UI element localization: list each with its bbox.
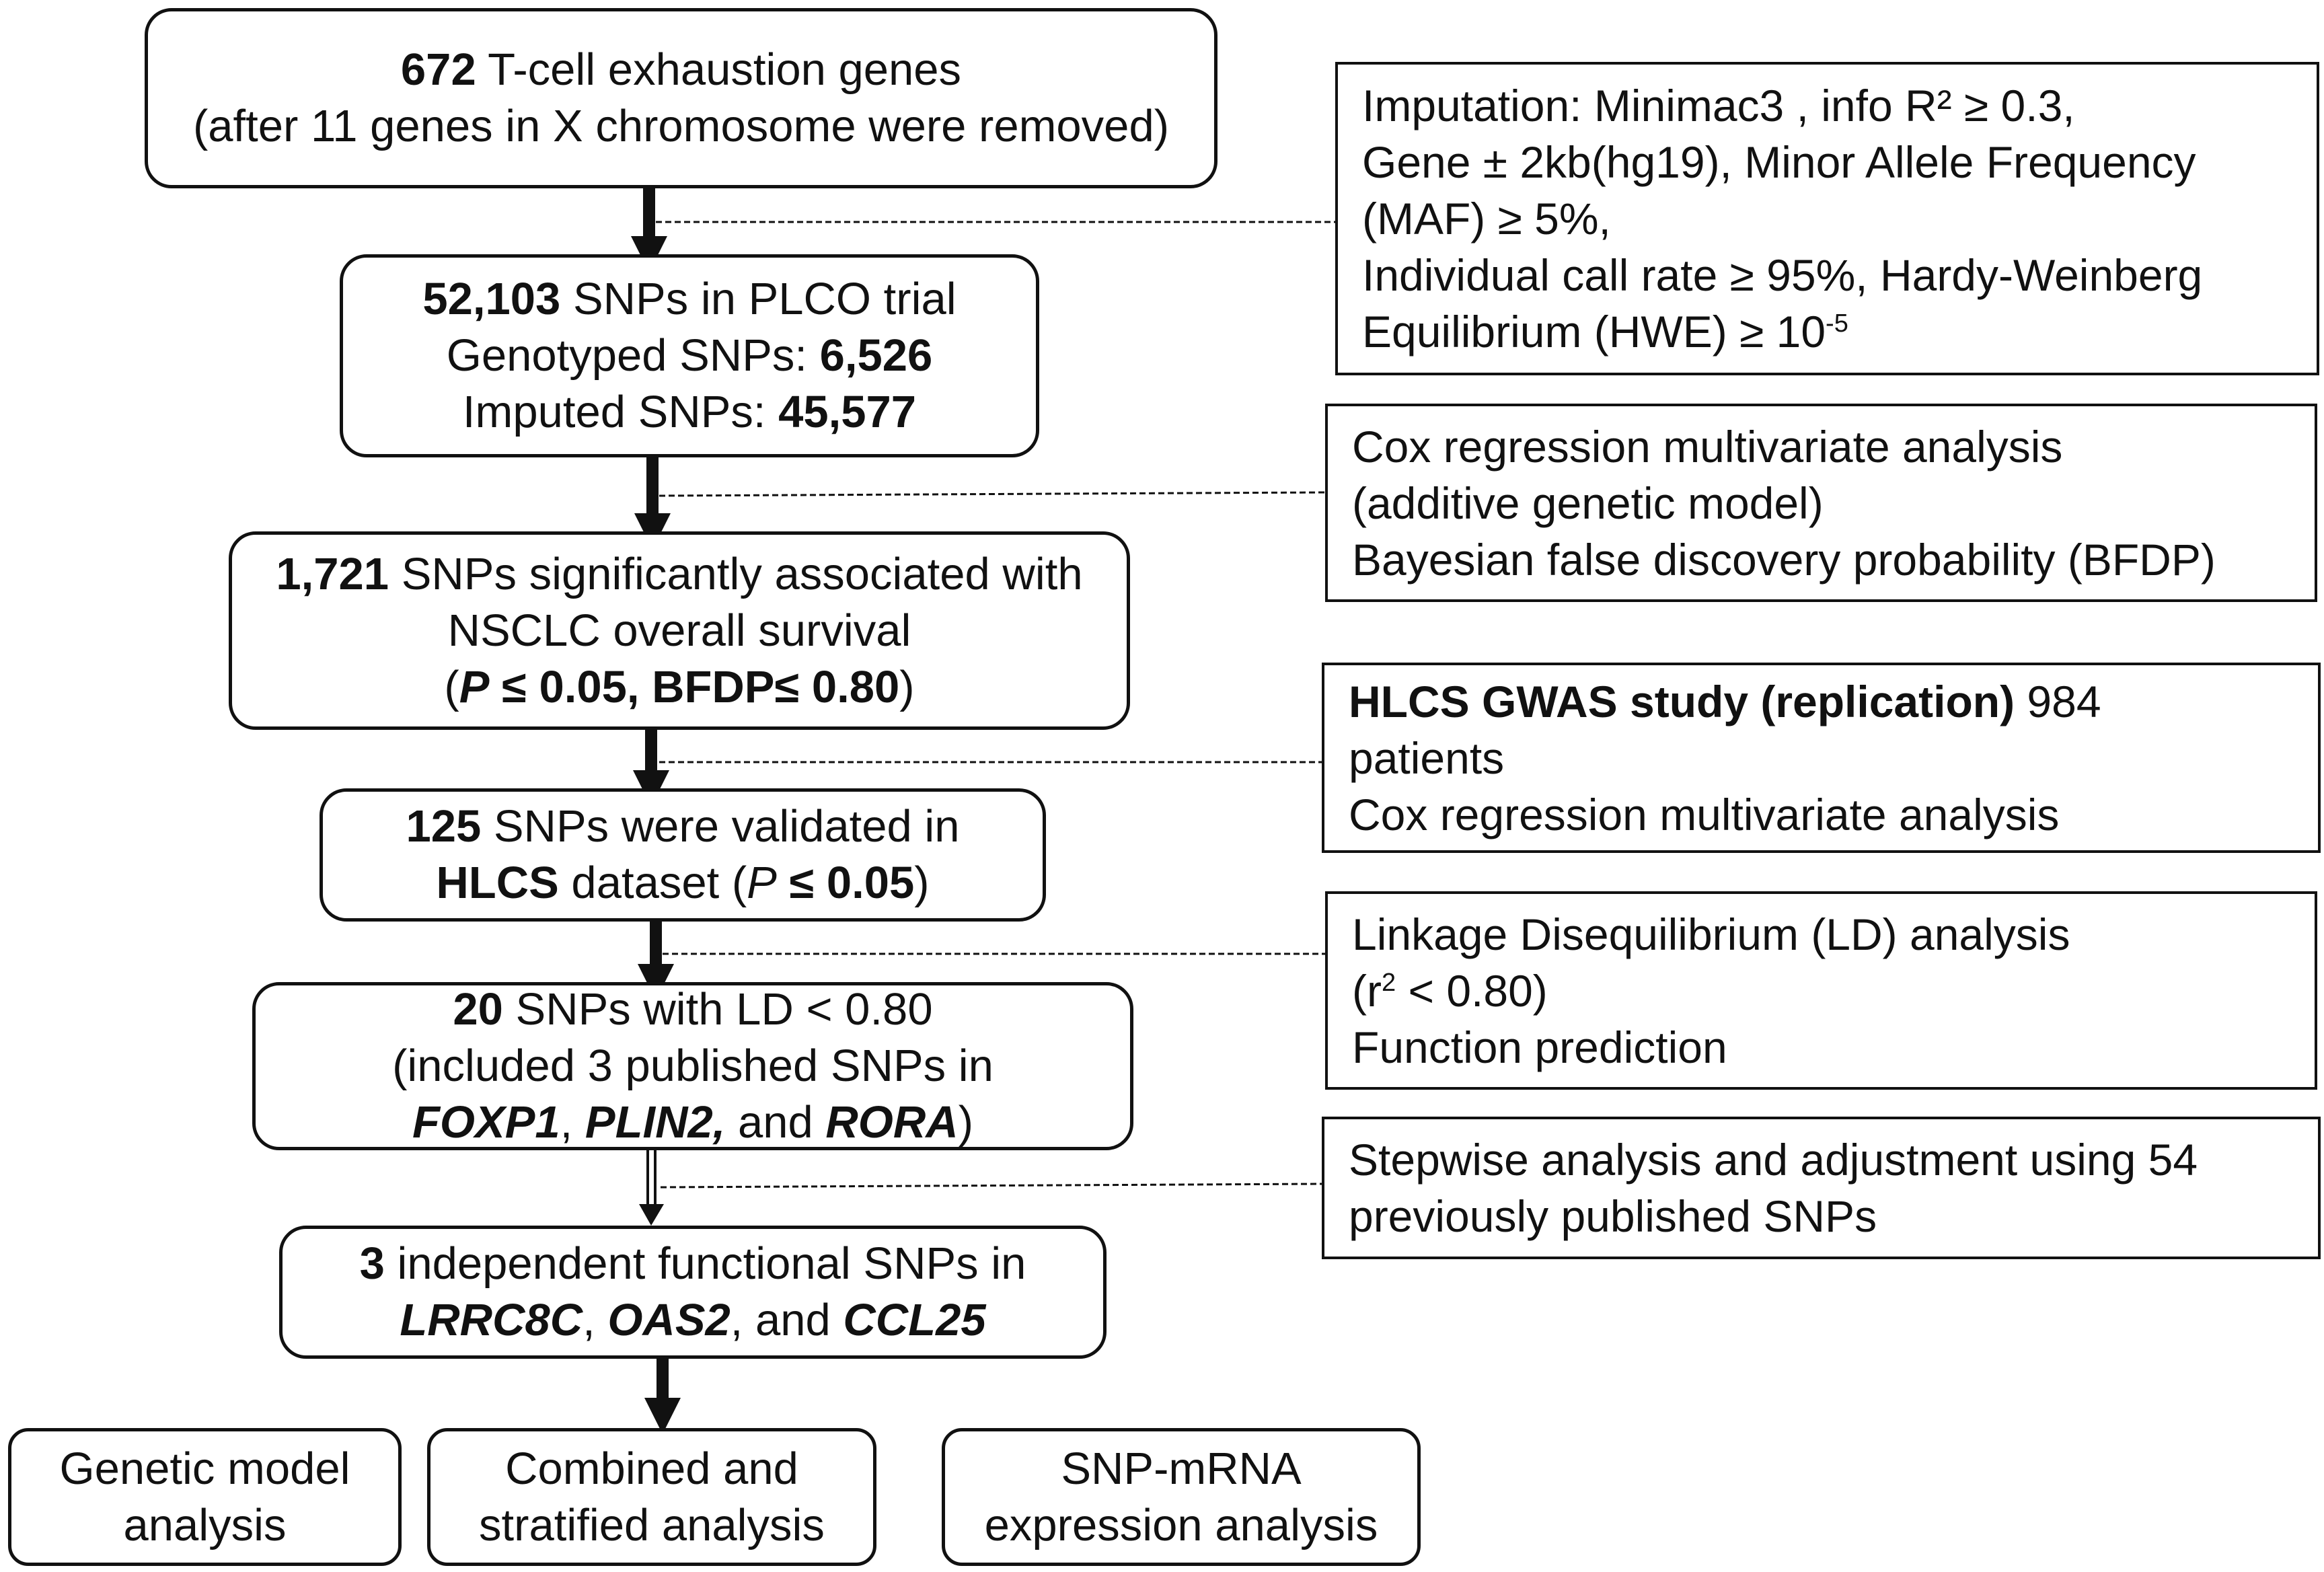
note-ld-line1: Linkage Disequilibrium (LD) analysis <box>1352 909 2070 959</box>
step-genes-line2: (after 11 genes in X chromosome were rem… <box>192 101 1170 151</box>
note-cox-line3: Bayesian false discovery probability (BF… <box>1352 534 2216 585</box>
step-genes-box: 672 T-cell exhaustion genes (after 11 ge… <box>145 8 1217 188</box>
step-ld-line3: FOXP1, PLIN2, and RORA) <box>412 1097 974 1148</box>
note-hlcs-box: HLCS GWAS study (replication) 984 patien… <box>1322 663 2321 853</box>
note-ld-line2: (r2 < 0.80) <box>1352 965 1548 1016</box>
step-plco-line1: 52,103 SNPs in PLCO trial <box>422 274 957 324</box>
step-significant-line1: 1,721 SNPs significantly associated with <box>276 548 1083 599</box>
note-imputation-line4: Individual call rate ≥ 95%, Hardy-Weinbe… <box>1362 250 2203 300</box>
note-imputation-line3: (MAF) ≥ 5%, <box>1362 194 1611 244</box>
step-ld-snps-box: 20 SNPs with LD < 0.80 (included 3 publi… <box>252 982 1133 1150</box>
note-cox-line1: Cox regression multivariate analysis <box>1352 421 2063 472</box>
output-combined-line2: stratified analysis <box>479 1499 825 1550</box>
step-genes-line1: 672 T-cell exhaustion genes <box>400 44 962 95</box>
note-hlcs-line1: HLCS GWAS study (replication) 984 <box>1349 676 2101 726</box>
step-significant-line2: NSCLC overall survival <box>447 605 911 656</box>
note-stepwise-line1: Stepwise analysis and adjustment using 5… <box>1349 1135 2198 1185</box>
leader-stepwise <box>660 1183 1322 1189</box>
output-snp-mrna-line1: SNP-mRNA <box>1061 1443 1302 1494</box>
step-functional-line1: 3 independent functional SNPs in <box>359 1238 1026 1289</box>
output-genetic-model-line1: Genetic model <box>59 1443 350 1494</box>
step-functional-snps-box: 3 independent functional SNPs in LRRC8C,… <box>279 1226 1107 1359</box>
step-ld-line2: (included 3 published SNPs in <box>392 1041 994 1091</box>
output-snp-mrna-box: SNP-mRNA expression analysis <box>942 1428 1421 1566</box>
note-cox-box: Cox regression multivariate analysis (ad… <box>1325 404 2317 602</box>
step-significant-snps-box: 1,721 SNPs significantly associated with… <box>229 531 1130 730</box>
output-genetic-model-line2: analysis <box>123 1499 287 1550</box>
note-stepwise-line2: previously published SNPs <box>1349 1191 1877 1241</box>
step-validated-snps-box: 125 SNPs were validated in HLCS dataset … <box>320 788 1046 922</box>
step-functional-line2: LRRC8C, OAS2, and CCL25 <box>400 1295 986 1345</box>
step-plco-line3: Imputed SNPs: 45,577 <box>462 387 917 437</box>
note-hlcs-line3: Cox regression multivariate analysis <box>1349 789 2060 839</box>
note-stepwise-box: Stepwise analysis and adjustment using 5… <box>1322 1117 2321 1259</box>
note-cox-line2: (additive genetic model) <box>1352 478 1824 528</box>
output-genetic-model-box: Genetic model analysis <box>8 1428 402 1566</box>
note-imputation-box: Imputation: Minimac3 , info R² ≥ 0.3, Ge… <box>1335 62 2319 375</box>
step-validated-line2: HLCS dataset (P ≤ 0.05) <box>436 858 930 908</box>
note-imputation-line1: Imputation: Minimac3 , info R² ≥ 0.3, <box>1362 81 2075 130</box>
step-validated-line1: 125 SNPs were validated in <box>406 801 960 852</box>
output-combined-line1: Combined and <box>505 1443 798 1494</box>
step-significant-line3: (P ≤ 0.05, BFDP≤ 0.80) <box>444 661 915 712</box>
note-imputation-line2: Gene ± 2kb(hg19), Minor Allele Frequency <box>1362 137 2196 187</box>
arrow-5-6 <box>639 1150 664 1226</box>
output-snp-mrna-line2: expression analysis <box>984 1499 1378 1550</box>
step-plco-line2: Genotyped SNPs: 6,526 <box>446 330 933 381</box>
leader-cox <box>659 491 1326 497</box>
note-hlcs-line2: patients <box>1349 733 1505 783</box>
step-ld-line1: 20 SNPs with LD < 0.80 <box>453 984 933 1035</box>
step-plco-snps-box: 52,103 SNPs in PLCO trial Genotyped SNPs… <box>340 254 1039 457</box>
note-ld-line3: Function prediction <box>1352 1022 1727 1072</box>
note-imputation-line5: Equilibrium (HWE) ≥ 10-5 <box>1362 307 1848 357</box>
note-ld-box: Linkage Disequilibrium (LD) analysis (r2… <box>1325 891 2317 1090</box>
output-combined-stratified-box: Combined and stratified analysis <box>427 1428 876 1566</box>
